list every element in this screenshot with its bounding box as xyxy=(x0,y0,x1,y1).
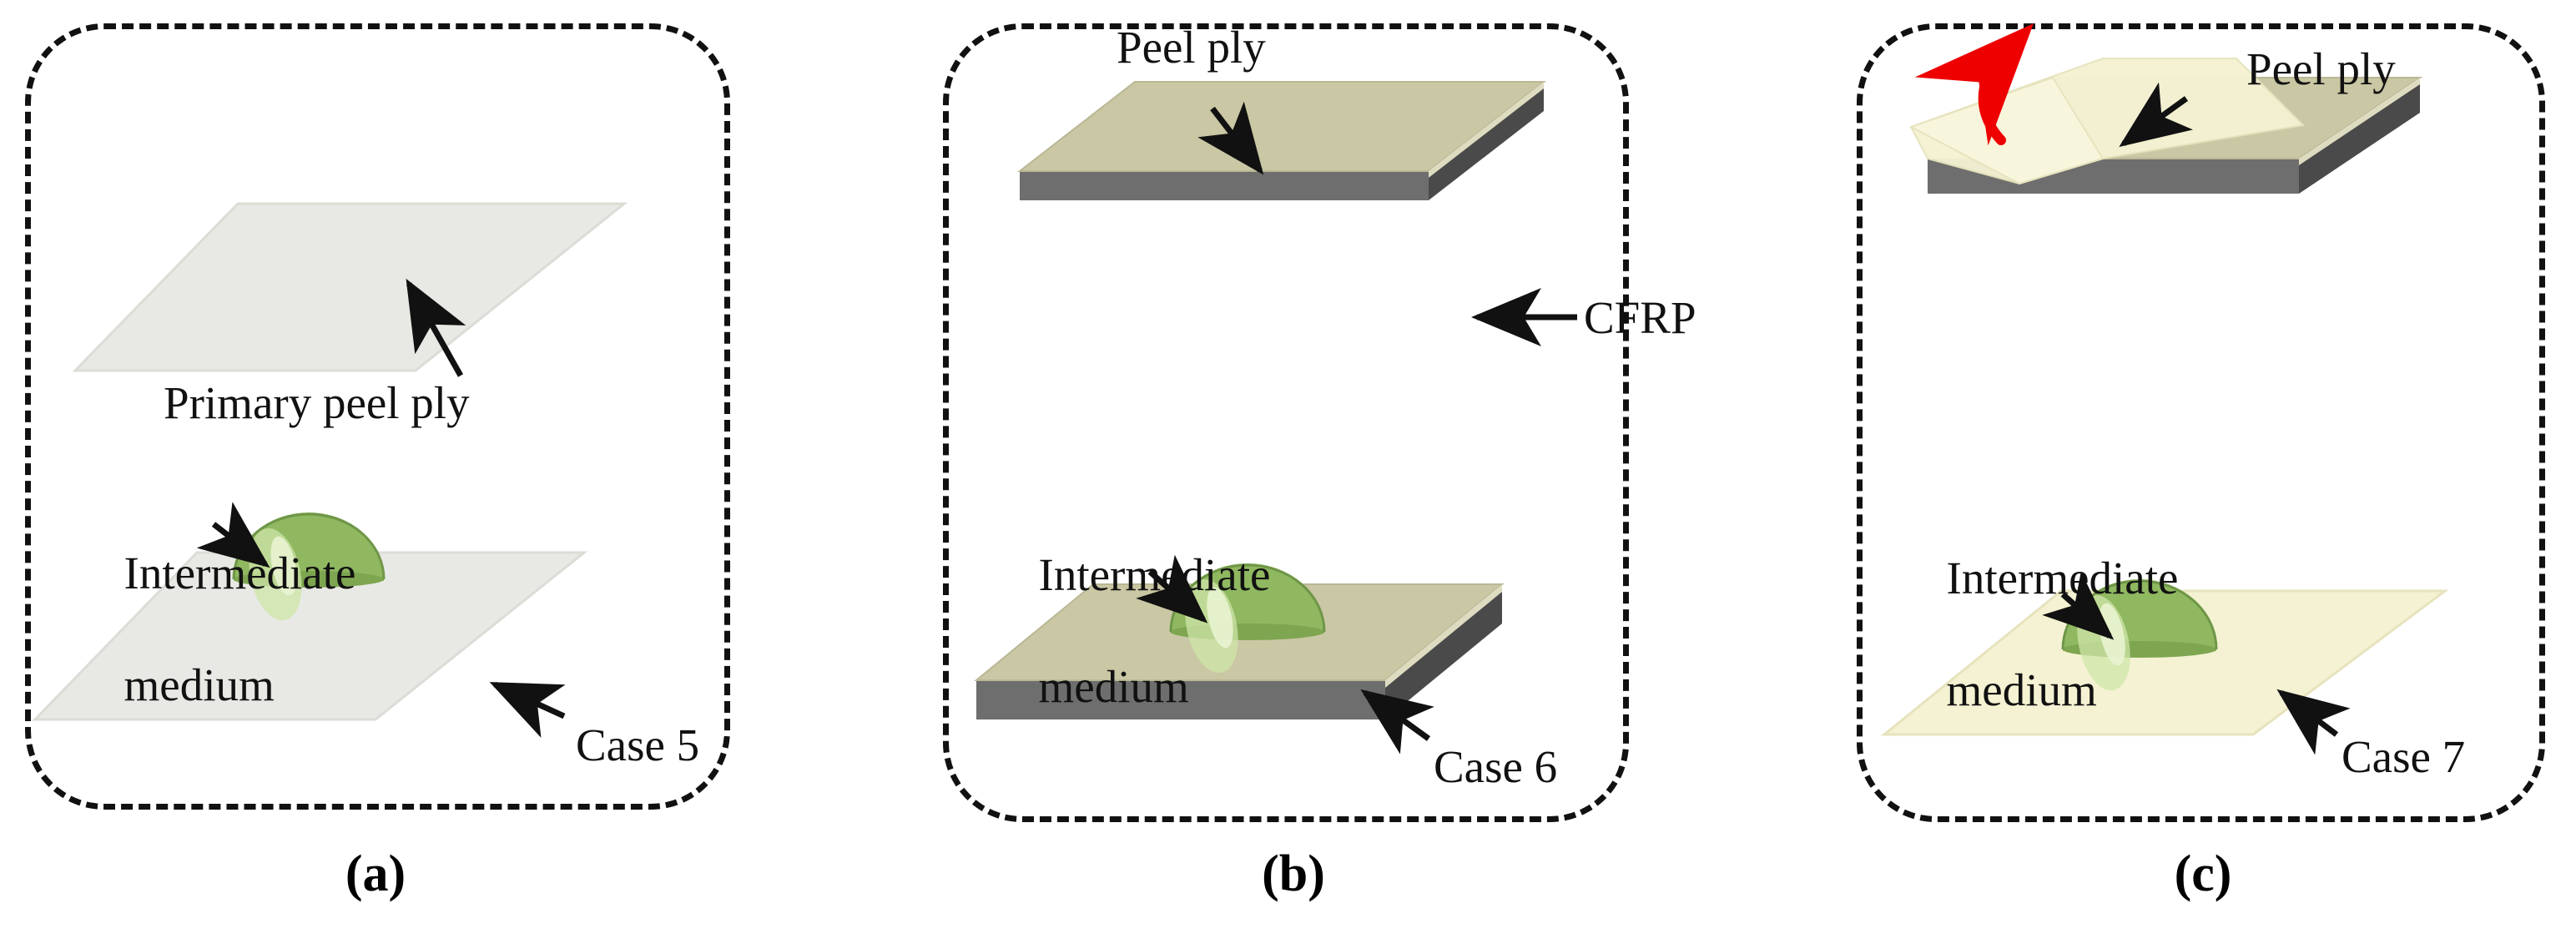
intermediate-medium-line2-b: medium xyxy=(1038,661,1189,713)
intermediate-medium-line2-c: medium xyxy=(1946,664,2097,716)
case-label-a: Case 5 xyxy=(576,719,700,770)
peel-ply-label-b: Peel ply xyxy=(1117,22,1266,73)
intermediate-medium-line1-b: Intermediate xyxy=(1038,549,1271,601)
intermediate-medium-line2: medium xyxy=(124,659,275,711)
panel-a-dashed-border xyxy=(25,23,730,810)
panel-caption-c: (c) xyxy=(2174,846,2232,902)
case-label-c: Case 7 xyxy=(2342,731,2466,782)
intermediate-medium-label-c: Intermediate medium xyxy=(1878,494,2179,774)
intermediate-medium-label-b: Intermediate medium xyxy=(970,491,1271,770)
intermediate-medium-line1-c: Intermediate xyxy=(1946,553,2179,604)
cfrp-label: CFRP xyxy=(1584,292,1696,343)
primary-peel-ply-label: Primary peel ply xyxy=(164,377,470,428)
case-label-b: Case 6 xyxy=(1434,741,1558,792)
panel-b-dashed-border xyxy=(943,23,1629,822)
panel-c-dashed-border xyxy=(1857,23,2545,822)
peel-ply-label-c: Peel ply xyxy=(2246,43,2396,94)
panel-caption-b: (b) xyxy=(1262,846,1325,902)
panel-caption-a: (a) xyxy=(345,846,406,902)
intermediate-medium-label-a: Intermediate medium xyxy=(55,489,356,769)
intermediate-medium-line1: Intermediate xyxy=(124,548,356,599)
